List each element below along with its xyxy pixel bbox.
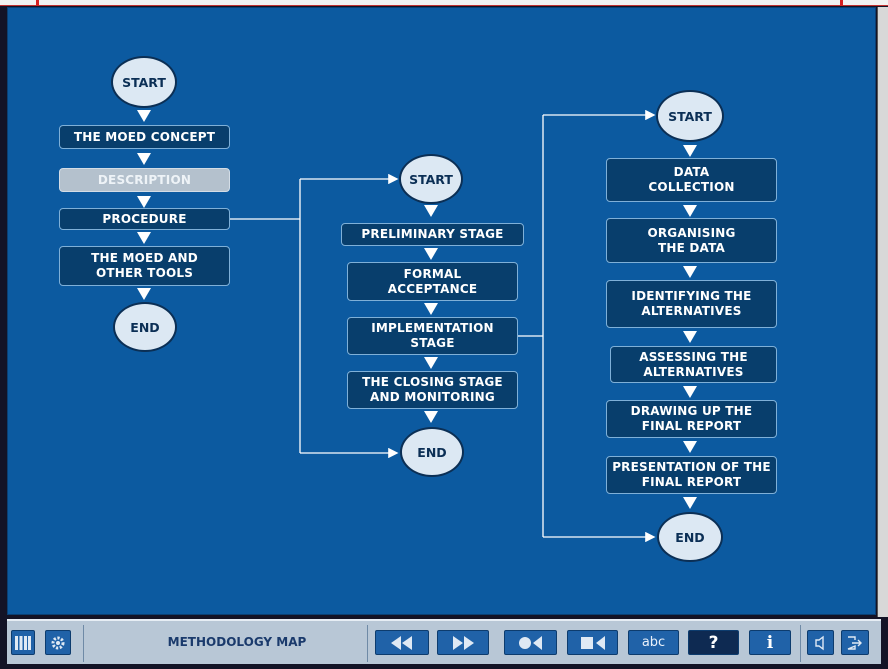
audio-icon[interactable] [807,630,834,655]
drawing-final-report-box[interactable]: DRAWING UP THE FINAL REPORT [606,400,777,438]
toolbar-title: METHODOLOGY MAP [167,635,307,649]
info-icon[interactable]: i [749,630,791,655]
organising-data-box[interactable]: ORGANISING THE DATA [606,218,777,263]
organising-data-label: ORGANISING THE DATA [647,225,736,255]
top-marker [840,0,843,6]
implementation-stage-label: IMPLEMENTATION STAGE [371,321,494,350]
column2-end-node[interactable]: END [400,427,464,477]
help-icon[interactable]: ? [688,630,739,655]
presentation-final-report-box[interactable]: PRESENTATION OF THE FINAL REPORT [606,456,777,494]
record-back-icon[interactable] [504,630,557,655]
top-marker [36,0,39,6]
settings-gear-icon[interactable] [45,630,71,655]
identifying-alternatives-box[interactable]: IDENTIFYING THE ALTERNATIVES [606,280,777,328]
end-label: END [675,529,705,545]
description-label: DESCRIPTION [97,172,192,187]
column3-end-node[interactable]: END [657,512,723,562]
moed-concept-label: THE MOED CONCEPT [73,129,216,144]
library-icon[interactable] [11,630,35,655]
abc-label: abc [641,635,666,650]
toolbar-separator [800,625,801,662]
description-box[interactable]: DESCRIPTION [59,168,230,192]
toolbar-separator [83,625,84,662]
column1-end-node[interactable]: END [113,302,177,352]
end-label: END [417,444,447,460]
top-strip [0,0,888,6]
identifying-alternatives-label: IDENTIFYING THE ALTERNATIVES [631,289,752,318]
assessing-alternatives-label: ASSESSING THE ALTERNATIVES [639,349,748,379]
stop-back-icon[interactable] [567,630,618,655]
bottom-toolbar: METHODOLOGY MAP abc ? i [7,619,881,664]
end-label: END [130,319,160,335]
start-label: START [409,171,453,187]
start-label: START [122,74,166,90]
data-collection-box[interactable]: DATA COLLECTION [606,158,777,202]
moed-and-other-tools-label: THE MOED AND OTHER TOOLS [91,251,198,280]
help-label: ? [708,632,719,653]
formal-acceptance-label: FORMAL ACCEPTANCE [387,266,478,296]
assessing-alternatives-box[interactable]: ASSESSING THE ALTERNATIVES [610,346,777,383]
right-scroll-edge [877,7,888,617]
column1-start-node[interactable]: START [111,56,177,108]
closing-stage-label: THE CLOSING STAGE AND MONITORING [362,375,503,404]
info-label: i [766,632,774,653]
presentation-final-report-label: PRESENTATION OF THE FINAL REPORT [612,460,771,489]
toolbar-separator [367,625,368,662]
preliminary-stage-label: PRELIMINARY STAGE [361,227,504,241]
abc-icon[interactable]: abc [628,630,679,655]
closing-stage-box[interactable]: THE CLOSING STAGE AND MONITORING [347,371,518,409]
fast-forward-icon[interactable] [437,630,489,655]
start-label: START [668,108,712,124]
preliminary-stage-box[interactable]: PRELIMINARY STAGE [341,223,524,246]
moed-and-other-tools-box[interactable]: THE MOED AND OTHER TOOLS [59,246,230,286]
moed-concept-box[interactable]: THE MOED CONCEPT [59,125,230,149]
procedure-label: PROCEDURE [102,211,187,226]
rewind-icon[interactable] [375,630,429,655]
formal-acceptance-box[interactable]: FORMAL ACCEPTANCE [347,262,518,301]
exit-icon[interactable] [841,630,869,655]
data-collection-label: DATA COLLECTION [648,165,735,194]
column2-start-node[interactable]: START [399,154,463,204]
column3-start-node[interactable]: START [656,90,724,142]
procedure-box[interactable]: PROCEDURE [59,208,230,230]
drawing-final-report-label: DRAWING UP THE FINAL REPORT [630,404,753,433]
implementation-stage-box[interactable]: IMPLEMENTATION STAGE [347,317,518,355]
